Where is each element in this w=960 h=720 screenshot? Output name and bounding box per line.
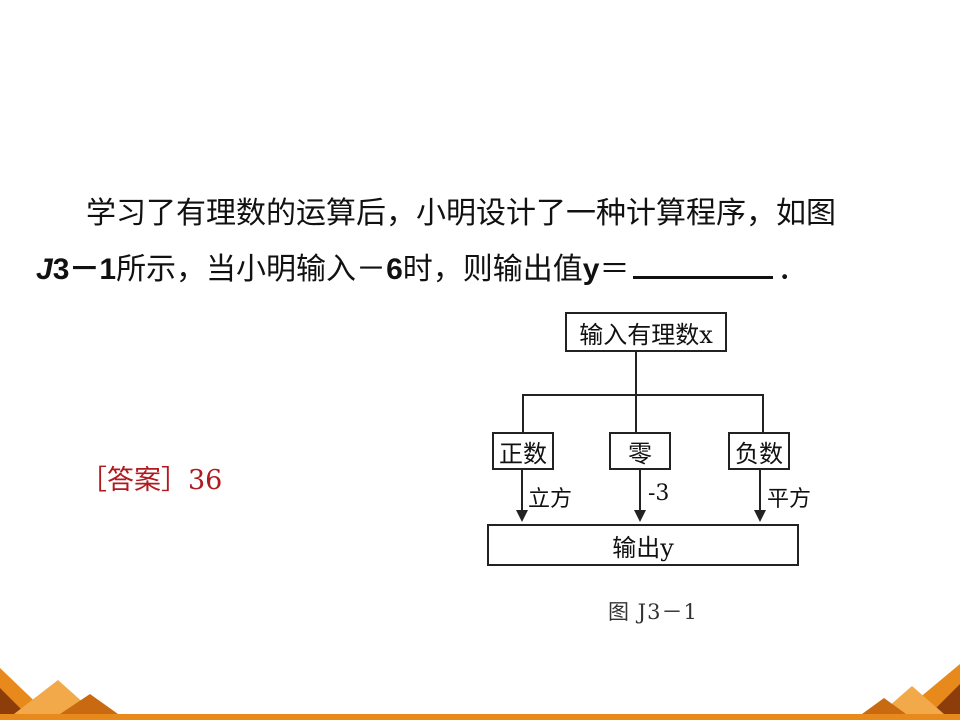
op-label-square: 平方 (767, 487, 812, 512)
branch-bar (522, 394, 764, 396)
branch-box-zero-label: 零 (628, 439, 652, 468)
output-box-label: 输出y (612, 533, 674, 562)
input-box-label: 输入有理数x (579, 320, 713, 349)
branch-box-positive: 正数 (492, 432, 554, 470)
branch-drop-middle (635, 394, 637, 432)
answer-text: ［答案］36 (80, 465, 223, 496)
branch-box-zero: 零 (609, 432, 671, 470)
arrow-right (754, 470, 766, 522)
answer-blank (633, 246, 774, 279)
period: ． (777, 252, 808, 287)
op-label-cube: 立方 (528, 487, 573, 512)
input-box: 输入有理数x (565, 312, 727, 352)
bottom-decoration (0, 664, 960, 720)
figure-ref-letter: J (36, 253, 53, 286)
branch-box-negative-label: 负数 (735, 439, 783, 468)
arrow-left (516, 470, 528, 522)
branch-box-positive-label: 正数 (499, 439, 547, 468)
trunk-line (635, 352, 637, 395)
problem-text-mid: 所示，当小明输入－ (116, 252, 387, 287)
branch-drop-right (762, 394, 764, 432)
output-variable: y (582, 253, 600, 286)
figure-caption: 图 J3－1 (608, 600, 698, 624)
input-value: 6 (386, 253, 403, 286)
branch-drop-left (522, 394, 524, 432)
output-box: 输出y (487, 524, 799, 566)
problem-text-tail: 时，则输出值 (402, 252, 583, 287)
branch-box-negative: 负数 (728, 432, 790, 470)
op-label-minus-three: -3 (648, 481, 670, 506)
equals-sign: ＝ (599, 252, 630, 287)
arrow-middle (634, 470, 646, 522)
problem-statement: 学习了有理数的运算后，小明设计了一种计算程序，如图 J3－1所示，当小明输入－6… (36, 186, 936, 298)
problem-line-2: J3－1所示，当小明输入－6时，则输出值y＝ ． (36, 242, 936, 298)
problem-line-1: 学习了有理数的运算后，小明设计了一种计算程序，如图 (86, 196, 836, 231)
figure-ref-number: 3－1 (52, 253, 117, 286)
